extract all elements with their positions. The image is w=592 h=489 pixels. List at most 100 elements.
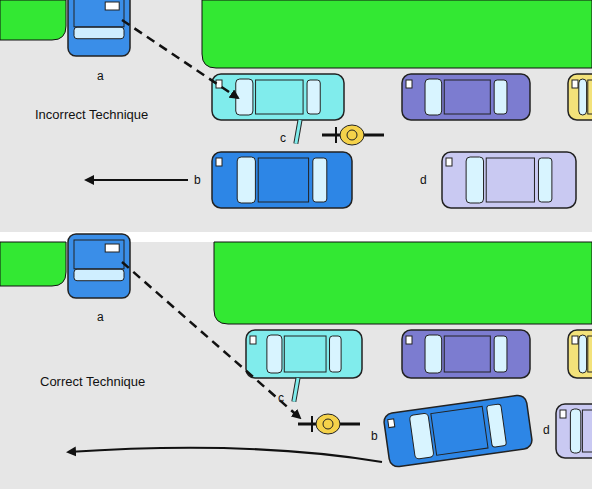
road — [0, 242, 592, 489]
car-path-arrow — [86, 179, 188, 181]
car-roof — [588, 80, 592, 114]
headlight — [250, 336, 256, 344]
car-body — [68, 234, 130, 298]
rear-window — [494, 336, 507, 372]
headlight — [572, 336, 578, 344]
car-body — [383, 394, 533, 468]
car-roof — [74, 0, 124, 27]
headlight — [560, 410, 566, 418]
headlight — [446, 158, 452, 166]
car — [212, 152, 352, 208]
rear-window — [494, 80, 507, 114]
callout-letter: b — [194, 174, 201, 186]
windshield — [425, 79, 442, 115]
rear-window — [313, 158, 327, 202]
rear-window — [330, 336, 342, 372]
mirror — [105, 2, 119, 10]
grass — [202, 0, 592, 68]
car — [402, 74, 530, 120]
road — [0, 0, 592, 232]
bicycle — [322, 125, 384, 145]
grass — [214, 242, 592, 324]
car-roof — [444, 336, 490, 372]
handlebar — [311, 416, 313, 432]
car-body — [556, 404, 592, 458]
car — [568, 74, 592, 120]
bicycle — [298, 414, 360, 434]
callout-letter: c — [280, 132, 286, 144]
car-body — [442, 152, 576, 208]
windshield — [570, 409, 580, 453]
cyclist-head — [347, 130, 357, 140]
windshield — [425, 335, 442, 373]
car-roof — [74, 240, 124, 269]
headlight — [388, 419, 395, 428]
windshield — [579, 335, 587, 373]
car-body — [212, 152, 352, 208]
car — [568, 330, 592, 378]
callout-letter: c — [278, 392, 284, 404]
car-body — [568, 74, 592, 120]
windshield — [237, 157, 255, 203]
cyclist — [340, 125, 364, 145]
car-roof — [431, 406, 488, 455]
path-arrow — [122, 20, 238, 98]
car-body — [402, 74, 530, 120]
panel-title: Incorrect Technique — [35, 108, 148, 121]
open-door — [296, 120, 300, 144]
windshield — [267, 335, 282, 373]
car-roof — [256, 80, 304, 114]
path-arrow — [122, 262, 300, 418]
car-roof — [444, 80, 490, 114]
car-path-arrow — [68, 448, 382, 462]
car-body — [402, 330, 530, 378]
car-roof — [582, 410, 592, 452]
open-door — [294, 378, 298, 402]
headlight — [406, 80, 412, 88]
headlight — [406, 336, 412, 344]
windshield — [74, 269, 124, 281]
windshield — [466, 157, 483, 203]
panel-title: Correct Technique — [40, 375, 145, 388]
callout-letter: d — [543, 424, 550, 436]
headlight — [216, 158, 222, 166]
car — [402, 330, 530, 378]
callout-letter: d — [420, 174, 427, 186]
callout-letter: a — [97, 311, 104, 323]
car — [442, 152, 576, 208]
windshield — [579, 79, 587, 115]
open-door — [294, 378, 298, 402]
mirror — [105, 244, 119, 252]
car-roof — [486, 158, 534, 202]
handlebar — [335, 127, 337, 143]
grass — [0, 0, 66, 40]
car-roof — [258, 158, 308, 202]
headlight — [572, 80, 578, 88]
callout-letter: a — [97, 70, 104, 82]
car — [68, 234, 130, 298]
car-body — [212, 74, 344, 120]
grass — [0, 242, 66, 286]
car — [383, 394, 533, 468]
car — [556, 404, 592, 458]
headlight — [216, 80, 222, 88]
car-roof — [588, 336, 592, 372]
car-roof — [284, 336, 326, 372]
windshield — [409, 413, 434, 459]
cyclist — [316, 414, 340, 434]
windshield — [74, 27, 124, 39]
rear-window — [486, 404, 506, 448]
open-door — [296, 120, 300, 144]
car — [68, 0, 130, 56]
rear-window — [307, 80, 320, 114]
callout-letter: b — [371, 430, 378, 442]
car-body — [568, 330, 592, 378]
car-body — [68, 0, 130, 56]
car — [212, 74, 344, 120]
car — [246, 330, 362, 378]
cyclist-head — [323, 419, 333, 429]
car-body — [246, 330, 362, 378]
rear-window — [538, 158, 551, 202]
